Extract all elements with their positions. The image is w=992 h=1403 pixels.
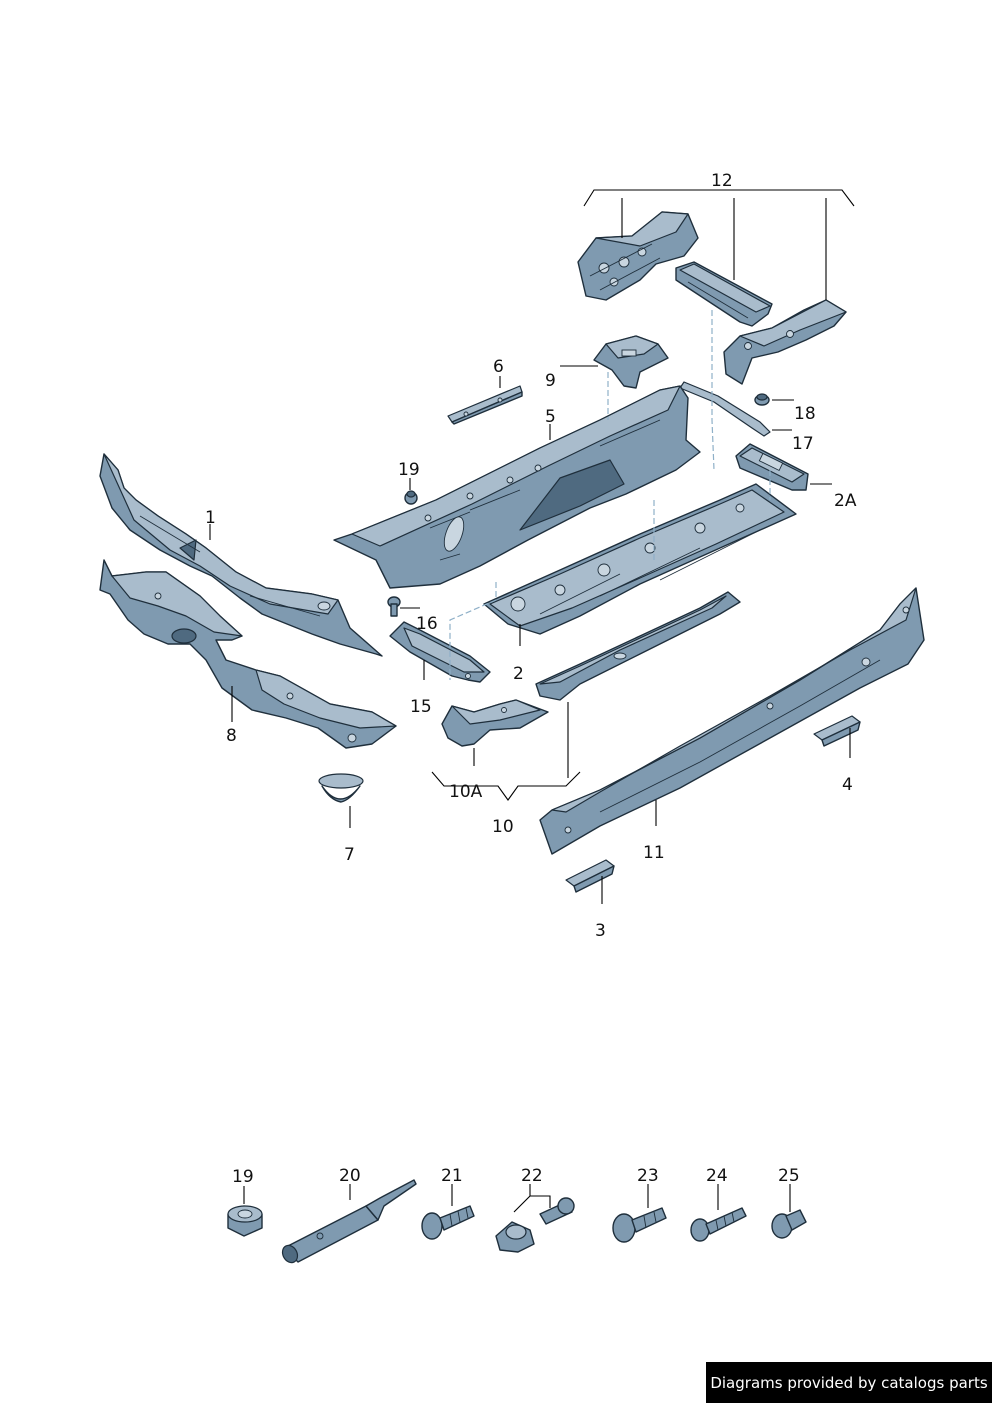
part-8-crossmember: [99, 559, 397, 749]
part-16-bolt: [387, 596, 401, 617]
callout-18: 18: [794, 404, 816, 424]
callout-3: 3: [595, 921, 606, 941]
fastener-20-tool: [281, 1179, 417, 1264]
assembly-lines: [449, 310, 771, 680]
callout-2: 2: [513, 664, 524, 684]
callout-1: 1: [205, 508, 216, 528]
part-17-strip: [679, 381, 771, 437]
callout-12: 12: [711, 171, 733, 191]
part-7-plug: [318, 773, 364, 803]
part-11-sill-outer: [539, 587, 925, 855]
fastener-23-rivet: [612, 1207, 667, 1243]
callout-8: 8: [226, 726, 237, 746]
part-15-reinforcement: [389, 621, 491, 683]
part-9-bracket: [593, 335, 669, 389]
fastener-callout-20: 20: [339, 1166, 361, 1186]
callout-11: 11: [643, 843, 665, 863]
part-4-clip: [813, 715, 861, 747]
part-12-bracket-left: [577, 211, 699, 301]
callout-9: 9: [545, 371, 556, 391]
fastener-19-nut: [227, 1205, 263, 1237]
callout-2a: 2A: [834, 491, 857, 511]
callout-17: 17: [792, 434, 814, 454]
callout-19: 19: [398, 460, 420, 480]
leader-lines: [209, 189, 855, 904]
callout-7: 7: [344, 845, 355, 865]
part-1-crossmember: [99, 453, 383, 657]
callout-5: 5: [545, 407, 556, 427]
credit-banner: Diagrams provided by catalogs parts: [706, 1362, 992, 1403]
part-2-floor-panel: [483, 483, 797, 635]
part-2a-plate: [735, 443, 809, 491]
part-6-strip: [447, 385, 523, 425]
fastener-leaders: [243, 1184, 791, 1213]
part-10-sill-inner: [535, 591, 741, 701]
fastener-callout-19: 19: [232, 1167, 254, 1187]
part-12-bracket-right: [723, 299, 847, 385]
fastener-21-screw: [421, 1205, 475, 1240]
callout-10a: 10A: [449, 782, 483, 802]
part-5-tunnel: [333, 385, 701, 589]
callout-10: 10: [492, 817, 514, 837]
callout-4: 4: [842, 775, 853, 795]
fastener-callout-24: 24: [706, 1166, 728, 1186]
part-3-clip: [565, 859, 615, 893]
part-19-nut: [404, 490, 418, 505]
fastener-callout-22: 22: [521, 1166, 543, 1186]
fastener-callout-21: 21: [441, 1166, 463, 1186]
fastener-24-screw: [690, 1207, 747, 1242]
fastener-callout-25: 25: [778, 1166, 800, 1186]
callout-16: 16: [416, 614, 438, 634]
part-18-nut: [754, 393, 770, 406]
callout-6: 6: [493, 357, 504, 377]
fastener-25-pin: [771, 1209, 807, 1239]
fastener-22-bolt: [495, 1197, 575, 1253]
part-10a-bracket: [441, 699, 549, 747]
part-12-bracket-middle: [675, 261, 773, 327]
callout-15: 15: [410, 697, 432, 717]
fastener-callout-23: 23: [637, 1166, 659, 1186]
